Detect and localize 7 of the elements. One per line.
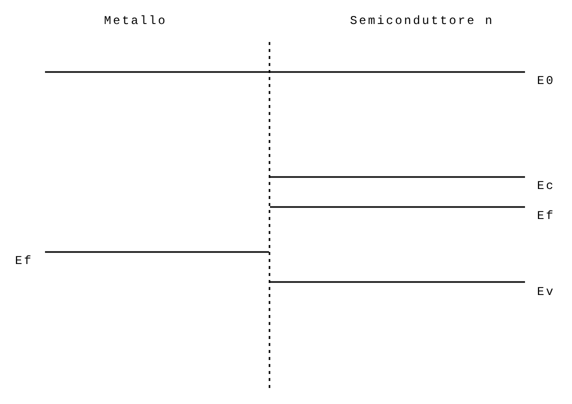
energy-level-label: E0	[537, 75, 556, 87]
energy-level-label: Ec	[537, 180, 556, 192]
energy-level-label: Ev	[537, 286, 556, 298]
energy-level-label: Ef	[537, 210, 556, 222]
region-label: Semiconduttore n	[350, 15, 494, 27]
energy-level-label: Ef	[15, 255, 34, 267]
region-label: Metallo	[104, 15, 168, 27]
